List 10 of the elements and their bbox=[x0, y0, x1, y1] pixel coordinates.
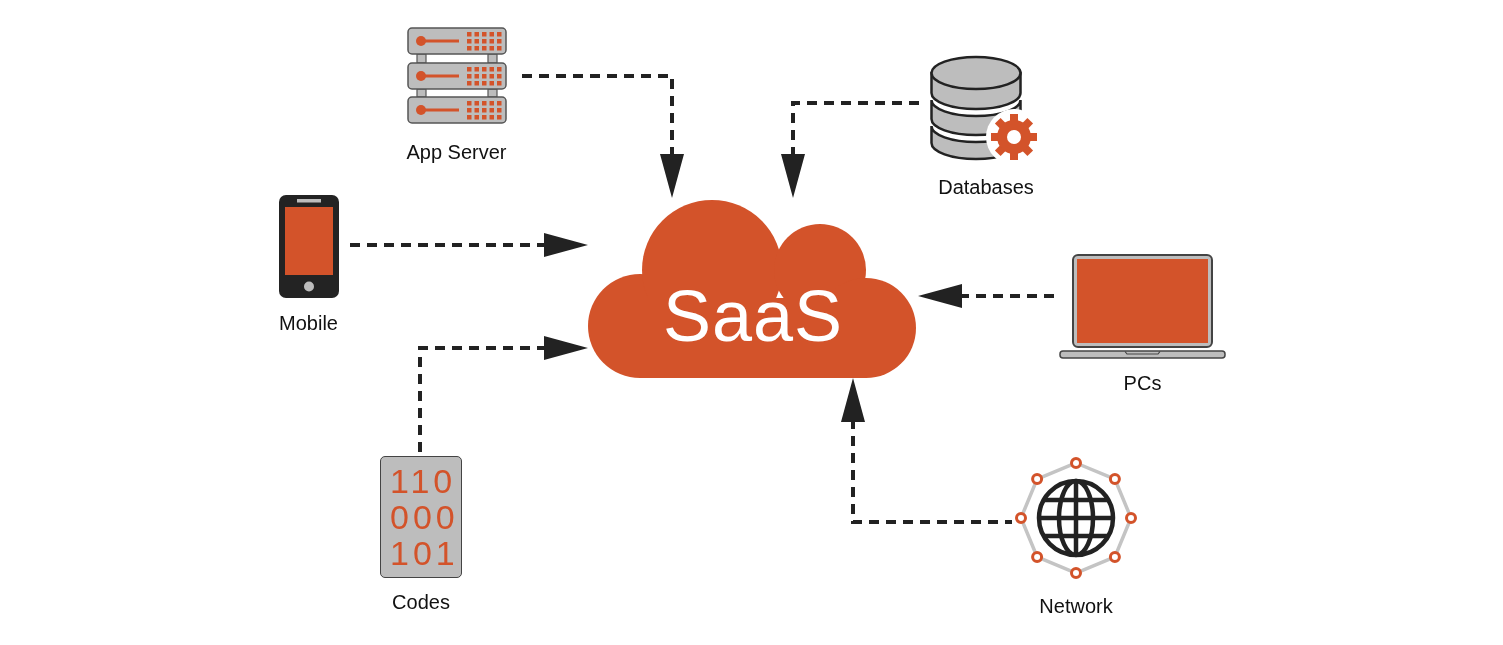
node-label: App Server bbox=[406, 140, 507, 164]
node-label: PCs bbox=[1123, 371, 1162, 395]
node-label: Mobile bbox=[279, 311, 338, 335]
dashed-arrow bbox=[347, 233, 588, 257]
node-label: Codes bbox=[392, 590, 450, 614]
node-label: Databases bbox=[938, 175, 1034, 199]
node-label: Network bbox=[1039, 594, 1113, 618]
cloud-label: SaaS bbox=[662, 280, 844, 352]
dashed-arrow bbox=[841, 378, 1012, 524]
binary-code-text: 110 000 101 bbox=[389, 463, 456, 571]
